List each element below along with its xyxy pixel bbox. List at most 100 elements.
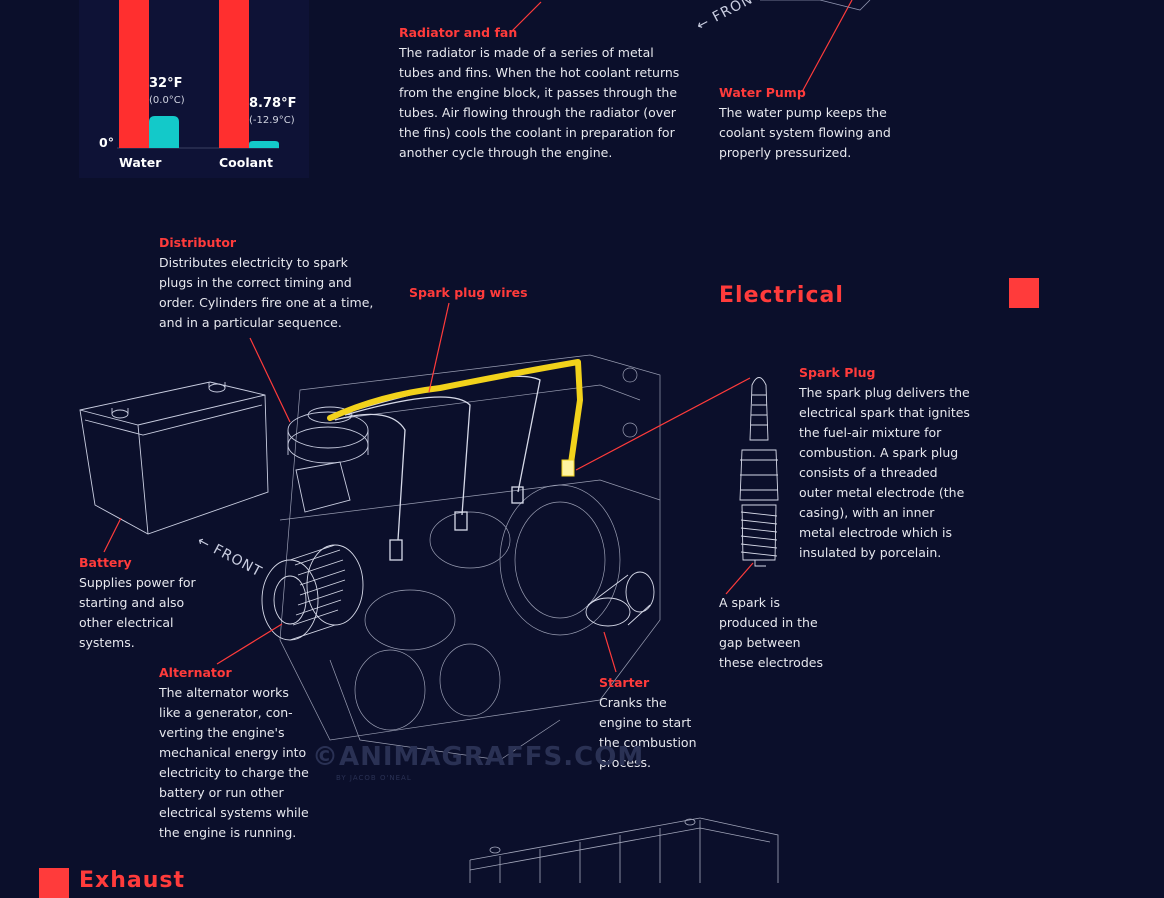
chart-zero-label: 0°: [99, 135, 114, 150]
battery-line: starting and also: [79, 595, 185, 610]
watermark-credit: BY JACOB O'NEAL: [336, 774, 412, 782]
spark-plug-callout: Spark Plug The spark plug delivers the e…: [799, 363, 970, 563]
engine-block-outline: [279, 354, 661, 741]
freezing-point-chart-svg: [117, 0, 279, 149]
radiator-line: the fins) cools the coolant in preparati…: [399, 125, 675, 140]
cylinder-outline: [429, 511, 511, 569]
spark-gap-leader-line: [725, 562, 754, 595]
engine-head-edge: [329, 384, 641, 421]
highlighted-spark-plug-wire: [327, 359, 583, 473]
starter-description: Cranks the engine to start the combustio…: [599, 693, 697, 773]
spark-plug-line: The spark plug delivers the: [799, 385, 970, 400]
water-pump-description: The water pump keeps the coolant system …: [719, 103, 891, 163]
starter-line: process.: [599, 755, 652, 770]
pulley-outline: [439, 643, 501, 717]
alternator-line: the engine is running.: [159, 825, 297, 840]
water-freezing-level: [149, 116, 179, 148]
spark-plug-line: casing), with an inner: [799, 505, 935, 520]
section-marker-square: [39, 868, 69, 898]
flywheel: [499, 484, 621, 636]
water-pump-line: coolant system flowing and: [719, 125, 891, 140]
highlighted-wire-boot: [561, 459, 575, 477]
alternator-title: Alternator: [159, 665, 232, 680]
spark-plug-line: combustion. A spark plug: [799, 445, 959, 460]
distributor-line: Distributes electricity to spark: [159, 255, 348, 270]
water-pump-callout: Water Pump The water pump keeps the cool…: [719, 83, 891, 163]
distributor-title: Distributor: [159, 235, 237, 250]
distributor-wireframe: [287, 406, 369, 513]
water-pump-line: The water pump keeps the: [719, 105, 887, 120]
coolant-label: Coolant: [219, 155, 273, 170]
water-label: Water: [119, 155, 162, 170]
distributor-description: Distributes electricity to spark plugs i…: [159, 253, 373, 333]
distributor-callout: Distributor Distributes electricity to s…: [159, 233, 373, 333]
water-pump-line: properly pressurized.: [719, 145, 852, 160]
alternator-line: like a generator, con-: [159, 705, 293, 720]
battery-description: Supplies power for starting and also oth…: [79, 573, 196, 653]
alternator-line: electrical systems while: [159, 805, 309, 820]
spark-gap-note: A spark is produced in the gap between t…: [719, 593, 823, 673]
radiator-description: The radiator is made of a series of meta…: [399, 43, 679, 163]
spark-plug-line: metal electrode which is: [799, 525, 952, 540]
engine-bolt: [622, 422, 638, 438]
spark-gap-line: these electrodes: [719, 655, 823, 670]
alternator-line: The alternator works: [159, 685, 289, 700]
starter-wireframe: [585, 571, 655, 627]
spark-plug-line: consists of a threaded: [799, 465, 938, 480]
alternator-callout: Alternator The alternator works like a g…: [159, 663, 309, 843]
pump-wireframe: [760, 0, 871, 11]
spark-plug-line: electrical spark that ignites: [799, 405, 970, 420]
radiator-line: another cycle through the engine.: [399, 145, 613, 160]
alternator-leader-line: [216, 623, 283, 665]
water-pump-title: Water Pump: [719, 85, 806, 100]
spark-plug-line: insulated by porcelain.: [799, 545, 942, 560]
starter-line: the combustion: [599, 735, 697, 750]
spark-plug-line: outer metal electrode (the: [799, 485, 965, 500]
radiator-title: Radiator and fan: [399, 25, 518, 40]
watermark: ©ANIMAGRAFFS.COM: [312, 742, 645, 772]
distributor-leader-line: [249, 337, 291, 423]
starter-line: engine to start: [599, 715, 692, 730]
spark-plug-illustration: [739, 377, 779, 567]
water-pump-leader-line: [801, 0, 853, 93]
section-marker-square: [1009, 278, 1039, 308]
engine-bolt: [622, 367, 638, 383]
crank-outline: [364, 589, 456, 651]
radiator-callout: Radiator and fan The radiator is made of…: [399, 23, 679, 163]
flywheel-inner: [514, 501, 606, 619]
electrical-leader-lines: [103, 302, 754, 673]
alternator-description: The alternator works like a generator, c…: [159, 683, 309, 843]
water-bar: [119, 0, 149, 148]
spark-plug-description: The spark plug delivers the electrical s…: [799, 383, 970, 563]
battery-line: Supplies power for: [79, 575, 196, 590]
freezing-point-chart: [79, 0, 309, 178]
coolant-freezing-level: [249, 141, 279, 148]
coolant-bar: [219, 0, 249, 148]
spark-gap-line: gap between: [719, 635, 801, 650]
starter-title: Starter: [599, 675, 650, 690]
battery-line: systems.: [79, 635, 135, 650]
alternator-line: battery or run other: [159, 785, 284, 800]
alternator-line: mechanical energy into: [159, 745, 307, 760]
coolant-temp-f: 8.78°F: [249, 96, 297, 111]
spark-plug-line: the fuel-air mixture for: [799, 425, 942, 440]
starter-callout: Starter Cranks the engine to start the c…: [599, 673, 697, 773]
battery-line: other electrical: [79, 615, 174, 630]
radiator-line: tubes and fins. When the hot coolant ret…: [399, 65, 680, 80]
starter-line: Cranks the: [599, 695, 667, 710]
exhaust-wireframe: [469, 817, 779, 883]
alternator-line: electricity to charge the: [159, 765, 309, 780]
pulley-outline: [354, 649, 426, 731]
radiator-line: The radiator is made of a series of meta…: [399, 45, 654, 60]
spark-plug-wires-title: Spark plug wires: [409, 285, 528, 300]
battery-title: Battery: [79, 555, 132, 570]
distributor-line: order. Cylinders fire one at a time,: [159, 295, 374, 310]
coolant-temp-c: (-12.9°C): [249, 115, 295, 126]
battery-wireframe: [79, 381, 269, 535]
distributor-line: plugs in the correct timing and: [159, 275, 352, 290]
exhaust-section-title: Exhaust: [79, 868, 185, 893]
spark-plug-title: Spark Plug: [799, 365, 876, 380]
battery-leader-line: [103, 517, 122, 553]
radiator-line: tubes. Air flowing through the radiator …: [399, 105, 676, 120]
